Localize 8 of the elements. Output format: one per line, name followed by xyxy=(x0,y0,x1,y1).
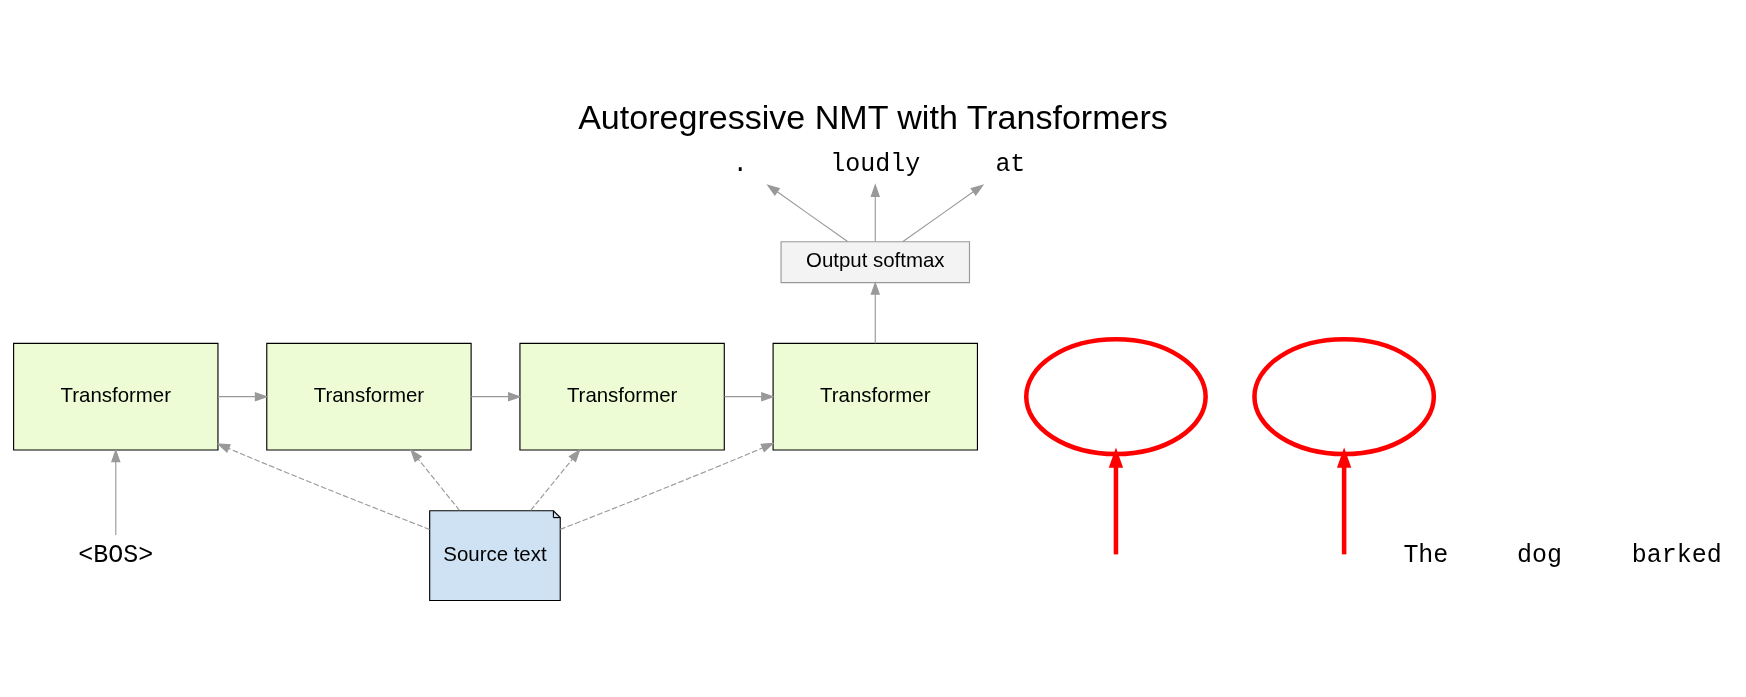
diagram-title: Autoregressive NMT with Transformers xyxy=(578,97,1168,136)
node-text: at xyxy=(995,149,1026,178)
node-text: <BOS> xyxy=(78,540,154,569)
label: dog xyxy=(1516,540,1562,569)
label: The xyxy=(1403,540,1449,569)
node-text: loudly xyxy=(830,149,921,178)
node-text: . xyxy=(732,149,748,178)
label: barked xyxy=(1631,540,1722,569)
